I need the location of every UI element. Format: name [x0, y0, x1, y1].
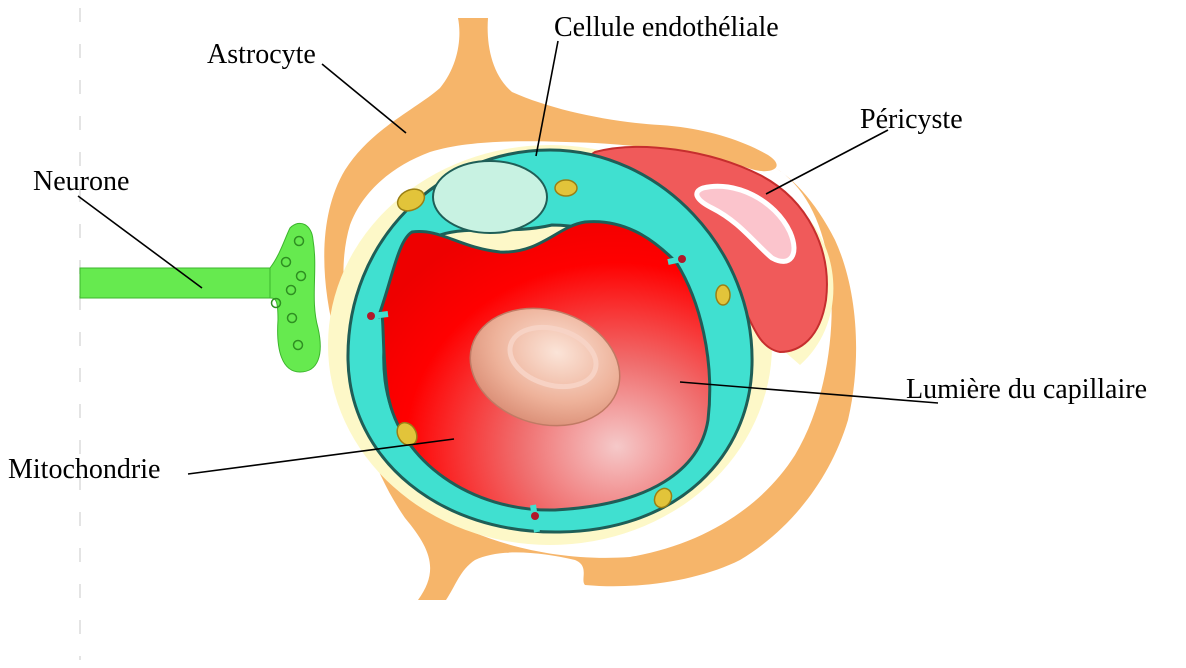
tight-junction-left-dot	[367, 312, 375, 320]
label-endothelial-cell: Cellule endothéliale	[554, 12, 779, 43]
leader-astrocyte	[322, 64, 406, 133]
neuron	[80, 223, 320, 372]
label-neuron: Neurone	[33, 166, 129, 197]
neuron-terminal	[270, 223, 320, 372]
leader-pericyte	[766, 130, 888, 194]
mitochondrion	[716, 285, 730, 305]
label-mitochondria: Mitochondrie	[8, 454, 160, 485]
tight-junction-bottom-dot	[531, 512, 539, 520]
endothelial-nucleus	[433, 161, 547, 233]
label-capillary-lumen: Lumière du capillaire	[906, 374, 1147, 405]
label-pericyte: Péricyste	[860, 104, 963, 135]
label-astrocyte: Astrocyte	[207, 39, 316, 70]
tight-junction-top-right-dot	[678, 255, 686, 263]
mitochondrion	[555, 180, 577, 196]
